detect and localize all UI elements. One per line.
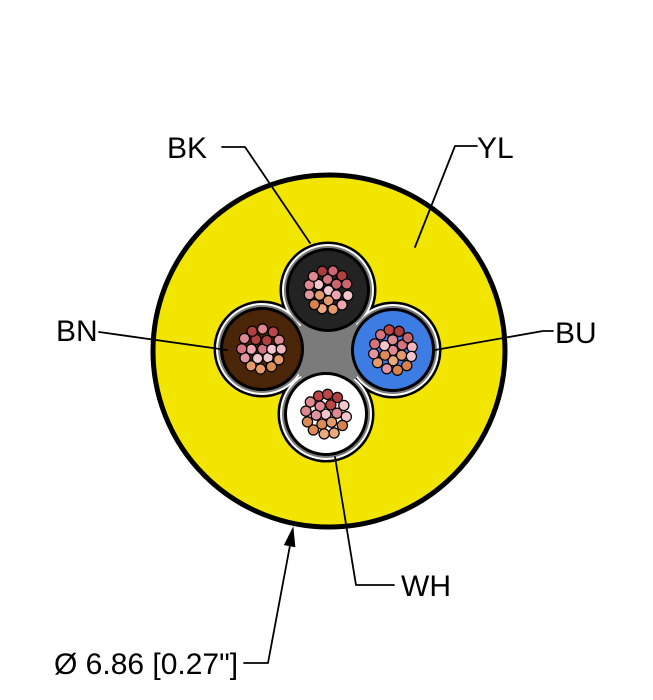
strand-circle (312, 390, 325, 402)
filler-center-circle (291, 313, 367, 389)
strand-circle (238, 332, 251, 345)
label-bn: BN (56, 315, 98, 348)
strand-circle (338, 399, 350, 412)
strand-circle (301, 416, 314, 428)
label-wh: WH (401, 570, 451, 603)
strand-circle (300, 405, 312, 417)
strand-circle (391, 364, 404, 376)
label-bu: BU (555, 317, 597, 350)
strand-circle (336, 299, 348, 311)
strand-circle (245, 360, 257, 372)
strand-circle (336, 419, 349, 432)
strand-circle (405, 350, 418, 363)
strand-circle (303, 288, 316, 301)
strand-circle (327, 303, 339, 316)
strand-circle (401, 359, 413, 372)
strand-circle (267, 326, 279, 338)
conductor-bk (286, 248, 370, 332)
strand-circle (406, 341, 418, 353)
strand-circle (325, 416, 338, 428)
strand-circle (265, 360, 278, 373)
strand-circle (383, 324, 395, 336)
strand-circle (273, 353, 285, 366)
strand-circle (314, 400, 326, 412)
conductor-bn (220, 307, 304, 391)
leader-line-diameter (243, 539, 292, 664)
strand-circle (395, 349, 408, 362)
strand-circle (307, 424, 320, 436)
arrowhead-icon (283, 526, 296, 548)
strand-circle (318, 428, 330, 440)
strand-circle (304, 396, 317, 408)
strand-circle (236, 343, 248, 355)
strand-circle (308, 298, 321, 311)
strand-circle (386, 334, 399, 346)
strand-circle (369, 338, 381, 350)
leader-line-wh (334, 456, 395, 586)
strand-circle (251, 352, 264, 365)
strand-circle (327, 265, 339, 277)
strand-circle (374, 329, 387, 341)
conductors-group (220, 248, 435, 456)
strand-circle (316, 265, 329, 277)
leader-line-yl (414, 145, 478, 248)
strand-circle (245, 343, 258, 355)
leader-line-bn (98, 331, 228, 351)
strand-circle (321, 388, 334, 401)
strand-circle (313, 289, 326, 301)
strand-circle (331, 391, 344, 404)
leader-lines (98, 145, 554, 664)
strand-circle (321, 273, 334, 286)
strand-circle (307, 270, 320, 283)
strand-circle (325, 399, 337, 411)
label-bk: BK (167, 132, 207, 165)
strand-circle (367, 348, 380, 360)
strand-circle (266, 343, 278, 355)
strand-circle (246, 325, 258, 337)
label-diameter: Ø 6.86 [0.27"] (54, 648, 238, 681)
label-yl: YL (477, 132, 514, 165)
conductor-bu (351, 308, 435, 392)
strand-circle (381, 363, 393, 375)
strand-circle (256, 323, 269, 335)
labels-group: BK YL BN BU WH Ø 6.86 [0.27"] (54, 132, 597, 681)
strand-circle (402, 332, 414, 344)
strand-circle (393, 325, 405, 338)
strand-circle (261, 334, 273, 347)
strand-circle (254, 363, 267, 375)
strand-circle (342, 289, 354, 302)
strand-circle (330, 289, 342, 301)
leader-line-bk (221, 146, 311, 244)
strand-circle (322, 295, 335, 307)
leader-line-bu (434, 330, 554, 351)
conductor-wh (284, 372, 368, 456)
strand-circle (336, 270, 348, 282)
strand-circle (328, 427, 340, 439)
strand-circle (275, 343, 287, 355)
strand-circle (387, 354, 399, 367)
strand-circle (341, 278, 353, 290)
